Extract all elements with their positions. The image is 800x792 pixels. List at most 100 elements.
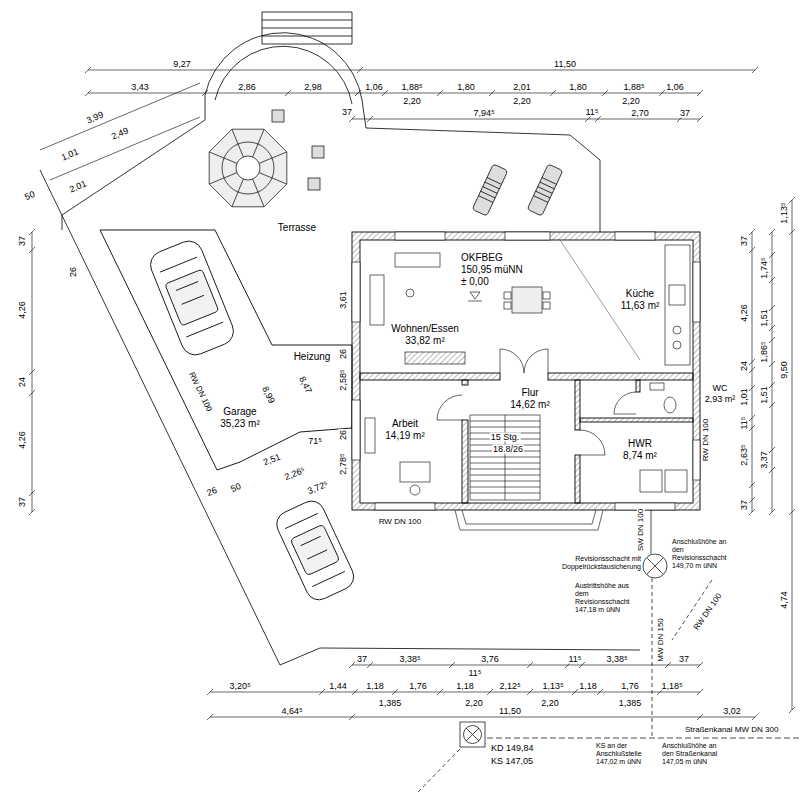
- dimension-label: ± 0,00: [460, 277, 490, 287]
- dimension-label: 1,01: [59, 147, 80, 163]
- dimension-label: 1,44: [328, 682, 348, 691]
- windows: [455, 510, 603, 530]
- dimension-label: 1,385: [618, 699, 643, 708]
- dimension-label: 9,27: [172, 60, 192, 69]
- dimension-label: 7,94⁵: [472, 109, 495, 118]
- dimension-label: 1,80: [568, 83, 588, 92]
- dimension-line: [352, 665, 700, 666]
- dimension-label: 26: [205, 486, 220, 499]
- room-area: 14,62 m²: [510, 399, 549, 411]
- dimension-tick: [769, 325, 775, 331]
- drain-pipes: [418, 510, 800, 792]
- gazebo: [236, 156, 260, 180]
- sun-loungers: [527, 164, 563, 216]
- windows: [693, 440, 700, 480]
- dimension-label: 1,76: [408, 682, 428, 691]
- dimension-tick: [527, 662, 533, 668]
- garden-chairs: [272, 110, 284, 122]
- dimension-tick: [349, 662, 355, 668]
- dimension-tick: [697, 714, 703, 720]
- dimension-tick: [285, 90, 291, 96]
- dimension-label: 1,18: [578, 682, 598, 691]
- furniture: [512, 287, 542, 313]
- car-symbol: [272, 497, 357, 604]
- house-walls: [580, 418, 693, 422]
- garden-chairs: [308, 178, 320, 190]
- dimension-tick: [769, 382, 775, 388]
- dimension-tick: [789, 707, 795, 713]
- dimension-label: SW DN 100: [637, 508, 645, 552]
- dimension-tick: [349, 116, 355, 122]
- note-text: KS an der Anschlußstelle 147,02 m üNN: [596, 742, 648, 766]
- dimension-label: 2,20: [512, 97, 532, 106]
- dimension-line: [752, 232, 753, 512]
- dimension-tick: [752, 67, 758, 73]
- drain-pipes: [466, 728, 479, 741]
- dimension-label: 37: [18, 496, 27, 508]
- furniture: [650, 383, 664, 390]
- drain-pipes: [464, 726, 482, 744]
- note-text: Anschlußhöhe an den Revisionsschacht 149…: [672, 538, 738, 570]
- dimension-label: RW DN 100: [692, 591, 724, 632]
- note-text: Revisionsschacht mit Doppelrückstausiche…: [545, 555, 641, 571]
- dimension-label: 2,58⁵: [339, 368, 348, 391]
- dimension-tick: [769, 361, 775, 367]
- gazebo: [209, 129, 287, 207]
- slanted-dimension-lines: [40, 83, 200, 180]
- doors: [437, 395, 462, 420]
- dimension-label: 1,51: [760, 308, 769, 328]
- room-name: WC: [705, 383, 736, 394]
- dimension-tick: [749, 367, 755, 373]
- dimension-label: RW DN 100: [702, 418, 710, 463]
- dimension-label: 2,01: [512, 83, 532, 92]
- room-name: Garage: [220, 406, 259, 418]
- dimension-tick: [352, 689, 358, 695]
- dimension-label: 1,06: [364, 83, 384, 92]
- dimension-tick: [207, 689, 213, 695]
- dimension-label: 1,88⁵: [622, 83, 645, 92]
- dimension-tick: [749, 359, 755, 365]
- dimension-tick: [207, 714, 213, 720]
- dimension-label: 2,78⁵: [339, 452, 348, 475]
- gazebo: [209, 129, 287, 207]
- dimension-tick: [29, 390, 35, 396]
- note-text: Austrittshöhe aus dem Revisionsschacht 1…: [575, 582, 641, 614]
- dimension-tick: [749, 229, 755, 235]
- dimension-label: 26: [69, 266, 78, 278]
- dimension-label: 8,47: [297, 374, 314, 395]
- room-label: Küche11,63 m²: [619, 287, 662, 313]
- dimension-line: [88, 70, 755, 71]
- dimension-label: 1,13⁵: [780, 201, 789, 224]
- room-area: 2,93 m²: [705, 394, 736, 405]
- dimension-label: 3,76: [480, 655, 500, 664]
- dimension-label: 3,72⁵: [306, 479, 331, 496]
- dimension-label: 3,37: [760, 450, 769, 470]
- room-label: HWR8,74 m²: [621, 437, 659, 463]
- furniture: [664, 397, 676, 413]
- room-label: Wohnen/Essen33,82 m²: [389, 322, 461, 348]
- dimension-label: 9,50: [780, 360, 789, 380]
- dimension-label: 2,98: [303, 83, 323, 92]
- drain-pipes: [418, 747, 462, 792]
- dimension-label: 2,86: [237, 83, 257, 92]
- house-walls: [360, 240, 693, 503]
- car-symbol: [165, 269, 219, 326]
- dimension-tick: [357, 67, 363, 73]
- dimension-tick: [29, 490, 35, 496]
- dimension-label: 37: [356, 655, 368, 664]
- windows: [615, 503, 675, 510]
- dimension-label: 11⁵: [584, 108, 599, 117]
- gazebo: [209, 129, 287, 207]
- dimension-label: 3,20⁵: [228, 682, 251, 691]
- furniture: [365, 418, 375, 453]
- drain-pipes: [651, 510, 652, 554]
- dimension-label: 2,49: [109, 126, 130, 142]
- dimension-label: 1,86⁵: [760, 340, 769, 363]
- dimension-tick: [749, 497, 755, 503]
- dimension-label: 1,01: [740, 387, 749, 407]
- dimension-tick: [749, 415, 755, 421]
- doors: [500, 349, 524, 373]
- drain-pipes: [647, 558, 663, 574]
- note-text: Anschlußhöhe an den Straßenkanal 147,05 …: [662, 742, 726, 766]
- dimension-tick: [769, 447, 775, 453]
